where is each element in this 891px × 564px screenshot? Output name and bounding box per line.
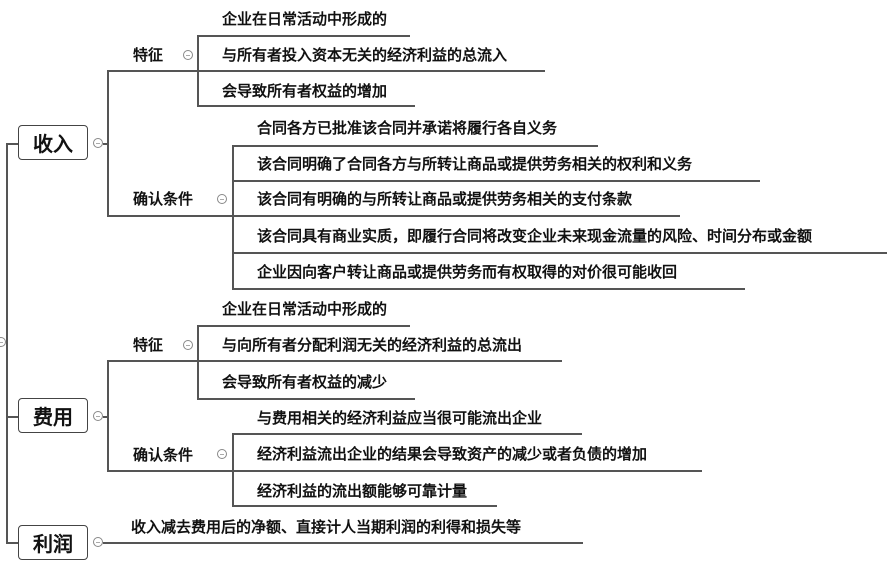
connector	[103, 542, 583, 544]
connector	[6, 416, 18, 418]
leaf[interactable]: 企业在日常活动中形成的	[222, 10, 388, 28]
leaf[interactable]: 收入减去费用后的净额、直接计人当期利润的利得和损失等	[131, 518, 522, 536]
connector	[232, 433, 582, 435]
node-income-conditions[interactable]: 确认条件	[133, 190, 194, 208]
connector	[103, 416, 107, 418]
connector	[232, 252, 887, 254]
connector	[197, 35, 410, 37]
connector	[197, 325, 199, 399]
leaf[interactable]: 该合同明确了合同各方与所转让商品或提供劳务相关的权利和义务	[257, 155, 693, 173]
node-expense-features[interactable]: 特征	[133, 336, 164, 354]
connector	[107, 360, 109, 471]
connector	[197, 360, 562, 362]
connector	[197, 70, 545, 72]
leaf[interactable]: 合同各方已批准该合同并承诺将履行各自义务	[257, 119, 558, 137]
collapse-icon[interactable]	[183, 50, 193, 60]
node-income[interactable]: 收入	[18, 125, 88, 160]
connector	[232, 215, 680, 217]
leaf[interactable]: 会导致所有者权益的增加	[222, 82, 388, 100]
collapse-income-icon[interactable]	[93, 138, 103, 148]
connector	[197, 105, 415, 107]
node-profit[interactable]: 利润	[18, 525, 88, 560]
connector	[107, 215, 232, 217]
connector	[107, 470, 232, 472]
connector	[107, 360, 197, 362]
leaf[interactable]: 会导致所有者权益的减少	[222, 373, 388, 391]
leaf[interactable]: 该合同具有商业实质，即履行合同将改变企业未来现金流量的风险、时间分布或金额	[257, 227, 813, 245]
connector	[232, 470, 702, 472]
leaf[interactable]: 与所有者投入资本无关的经济利益的总流入	[222, 46, 508, 64]
root-connector	[6, 143, 8, 543]
connector	[6, 542, 18, 544]
collapse-profit-icon[interactable]	[93, 537, 103, 547]
collapse-icon[interactable]	[217, 194, 227, 204]
leaf[interactable]: 经济利益流出企业的结果会导致资产的减少或者负债的增加	[257, 445, 648, 463]
collapse-root-icon[interactable]	[0, 337, 6, 347]
connector	[232, 433, 234, 506]
connector	[6, 143, 18, 145]
leaf[interactable]: 企业在日常活动中形成的	[222, 300, 388, 318]
node-expense-conditions[interactable]: 确认条件	[133, 446, 194, 464]
connector	[232, 180, 760, 182]
connector	[107, 70, 109, 216]
connector	[197, 398, 415, 400]
node-income-features[interactable]: 特征	[133, 46, 164, 64]
collapse-icon[interactable]	[217, 449, 227, 459]
collapse-expense-icon[interactable]	[93, 411, 103, 421]
connector	[107, 70, 197, 72]
connector	[232, 505, 497, 507]
connector	[197, 325, 410, 327]
connector	[103, 143, 107, 145]
node-expense[interactable]: 费用	[18, 398, 88, 433]
leaf[interactable]: 经济利益的流出额能够可靠计量	[257, 482, 468, 500]
leaf[interactable]: 企业因向客户转让商品或提供劳务而有权取得的对价很可能收回	[257, 263, 678, 281]
connector	[232, 288, 745, 290]
collapse-icon[interactable]	[183, 340, 193, 350]
leaf[interactable]: 该合同有明确的与所转让商品或提供劳务相关的支付条款	[257, 190, 633, 208]
connector	[232, 145, 234, 289]
leaf[interactable]: 与向所有者分配利润无关的经济利益的总流出	[222, 336, 523, 354]
connector	[232, 145, 598, 147]
leaf[interactable]: 与费用相关的经济利益应当很可能流出企业	[257, 409, 543, 427]
